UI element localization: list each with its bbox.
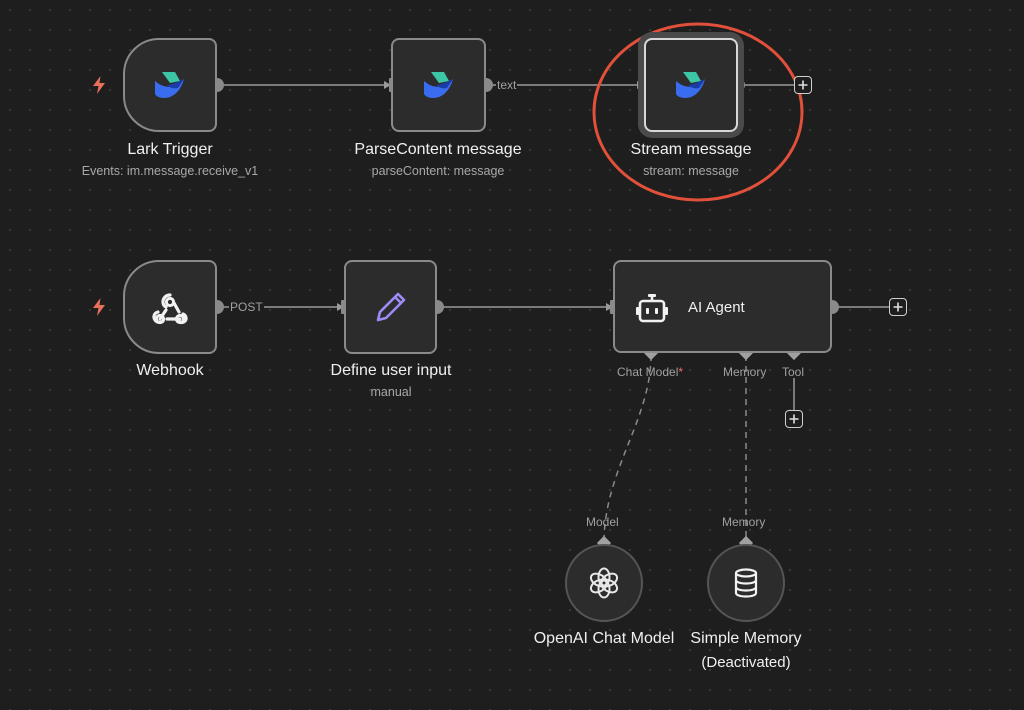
lark-logo-icon — [155, 72, 184, 98]
webhook-icon — [152, 293, 188, 325]
plus-icon — [798, 80, 808, 90]
simple-memory-status: (Deactivated) — [701, 654, 791, 671]
connection-arrow — [337, 303, 344, 311]
define-user-input-node[interactable] — [344, 260, 437, 354]
ai-agent-node[interactable]: AI Agent — [613, 260, 832, 353]
parse-content-subtitle: parseContent: message — [371, 164, 505, 178]
highlight-circle — [592, 22, 804, 202]
database-icon — [734, 568, 758, 598]
connection-text-label: text — [496, 78, 518, 92]
openai-chat-model-title: OpenAI Chat Model — [533, 630, 675, 647]
webhook-title: Webhook — [136, 362, 204, 379]
tool-handle-label: Tool — [782, 365, 805, 379]
connection-arrow — [637, 81, 644, 89]
simple-memory-title: Simple Memory — [690, 630, 802, 647]
lightning-bolt-icon — [93, 298, 105, 316]
model-handle-label: Model — [586, 515, 619, 529]
openai-logo-icon — [589, 567, 619, 599]
chat-model-label-text: Chat Model — [617, 365, 679, 379]
stream-message-subtitle: stream: message — [643, 164, 739, 178]
lark-trigger-title: Lark Trigger — [127, 141, 213, 158]
connection-post-label: POST — [229, 300, 264, 314]
define-user-input-title: Define user input — [330, 362, 452, 379]
lark-trigger-node[interactable] — [123, 38, 217, 132]
lark-logo-icon — [676, 72, 705, 98]
plus-icon — [789, 414, 799, 424]
stream-message-node[interactable] — [644, 38, 738, 132]
stream-add-node-button[interactable] — [794, 76, 812, 94]
lightning-bolt-icon — [93, 76, 105, 94]
lark-logo-icon — [423, 72, 453, 98]
simple-memory-node[interactable] — [707, 544, 785, 622]
lark-trigger-subtitle: Events: im.message.receive_v1 — [81, 164, 259, 178]
parse-content-node[interactable] — [391, 38, 486, 132]
connection-model-to-agent[interactable] — [603, 354, 652, 544]
required-mark: * — [678, 365, 684, 379]
pen-icon — [376, 292, 405, 322]
robot-icon — [636, 294, 668, 323]
chat-model-handle-label: Chat Model* — [617, 365, 683, 379]
ai-agent-title: AI Agent — [688, 299, 745, 316]
add-tool-button[interactable] — [785, 410, 803, 428]
stream-message-title: Stream message — [630, 141, 752, 158]
define-user-input-subtitle: manual — [370, 385, 412, 399]
memory-output-handle-label: Memory — [722, 515, 766, 529]
agent-add-node-button[interactable] — [889, 298, 907, 316]
memory-handle-label: Memory — [723, 365, 767, 379]
webhook-node[interactable] — [123, 260, 217, 354]
openai-chat-model-node[interactable] — [565, 544, 643, 622]
connection-arrow — [384, 81, 391, 89]
connection-arrow — [606, 303, 613, 311]
parse-content-title: ParseContent message — [354, 141, 522, 158]
plus-icon — [893, 302, 903, 312]
